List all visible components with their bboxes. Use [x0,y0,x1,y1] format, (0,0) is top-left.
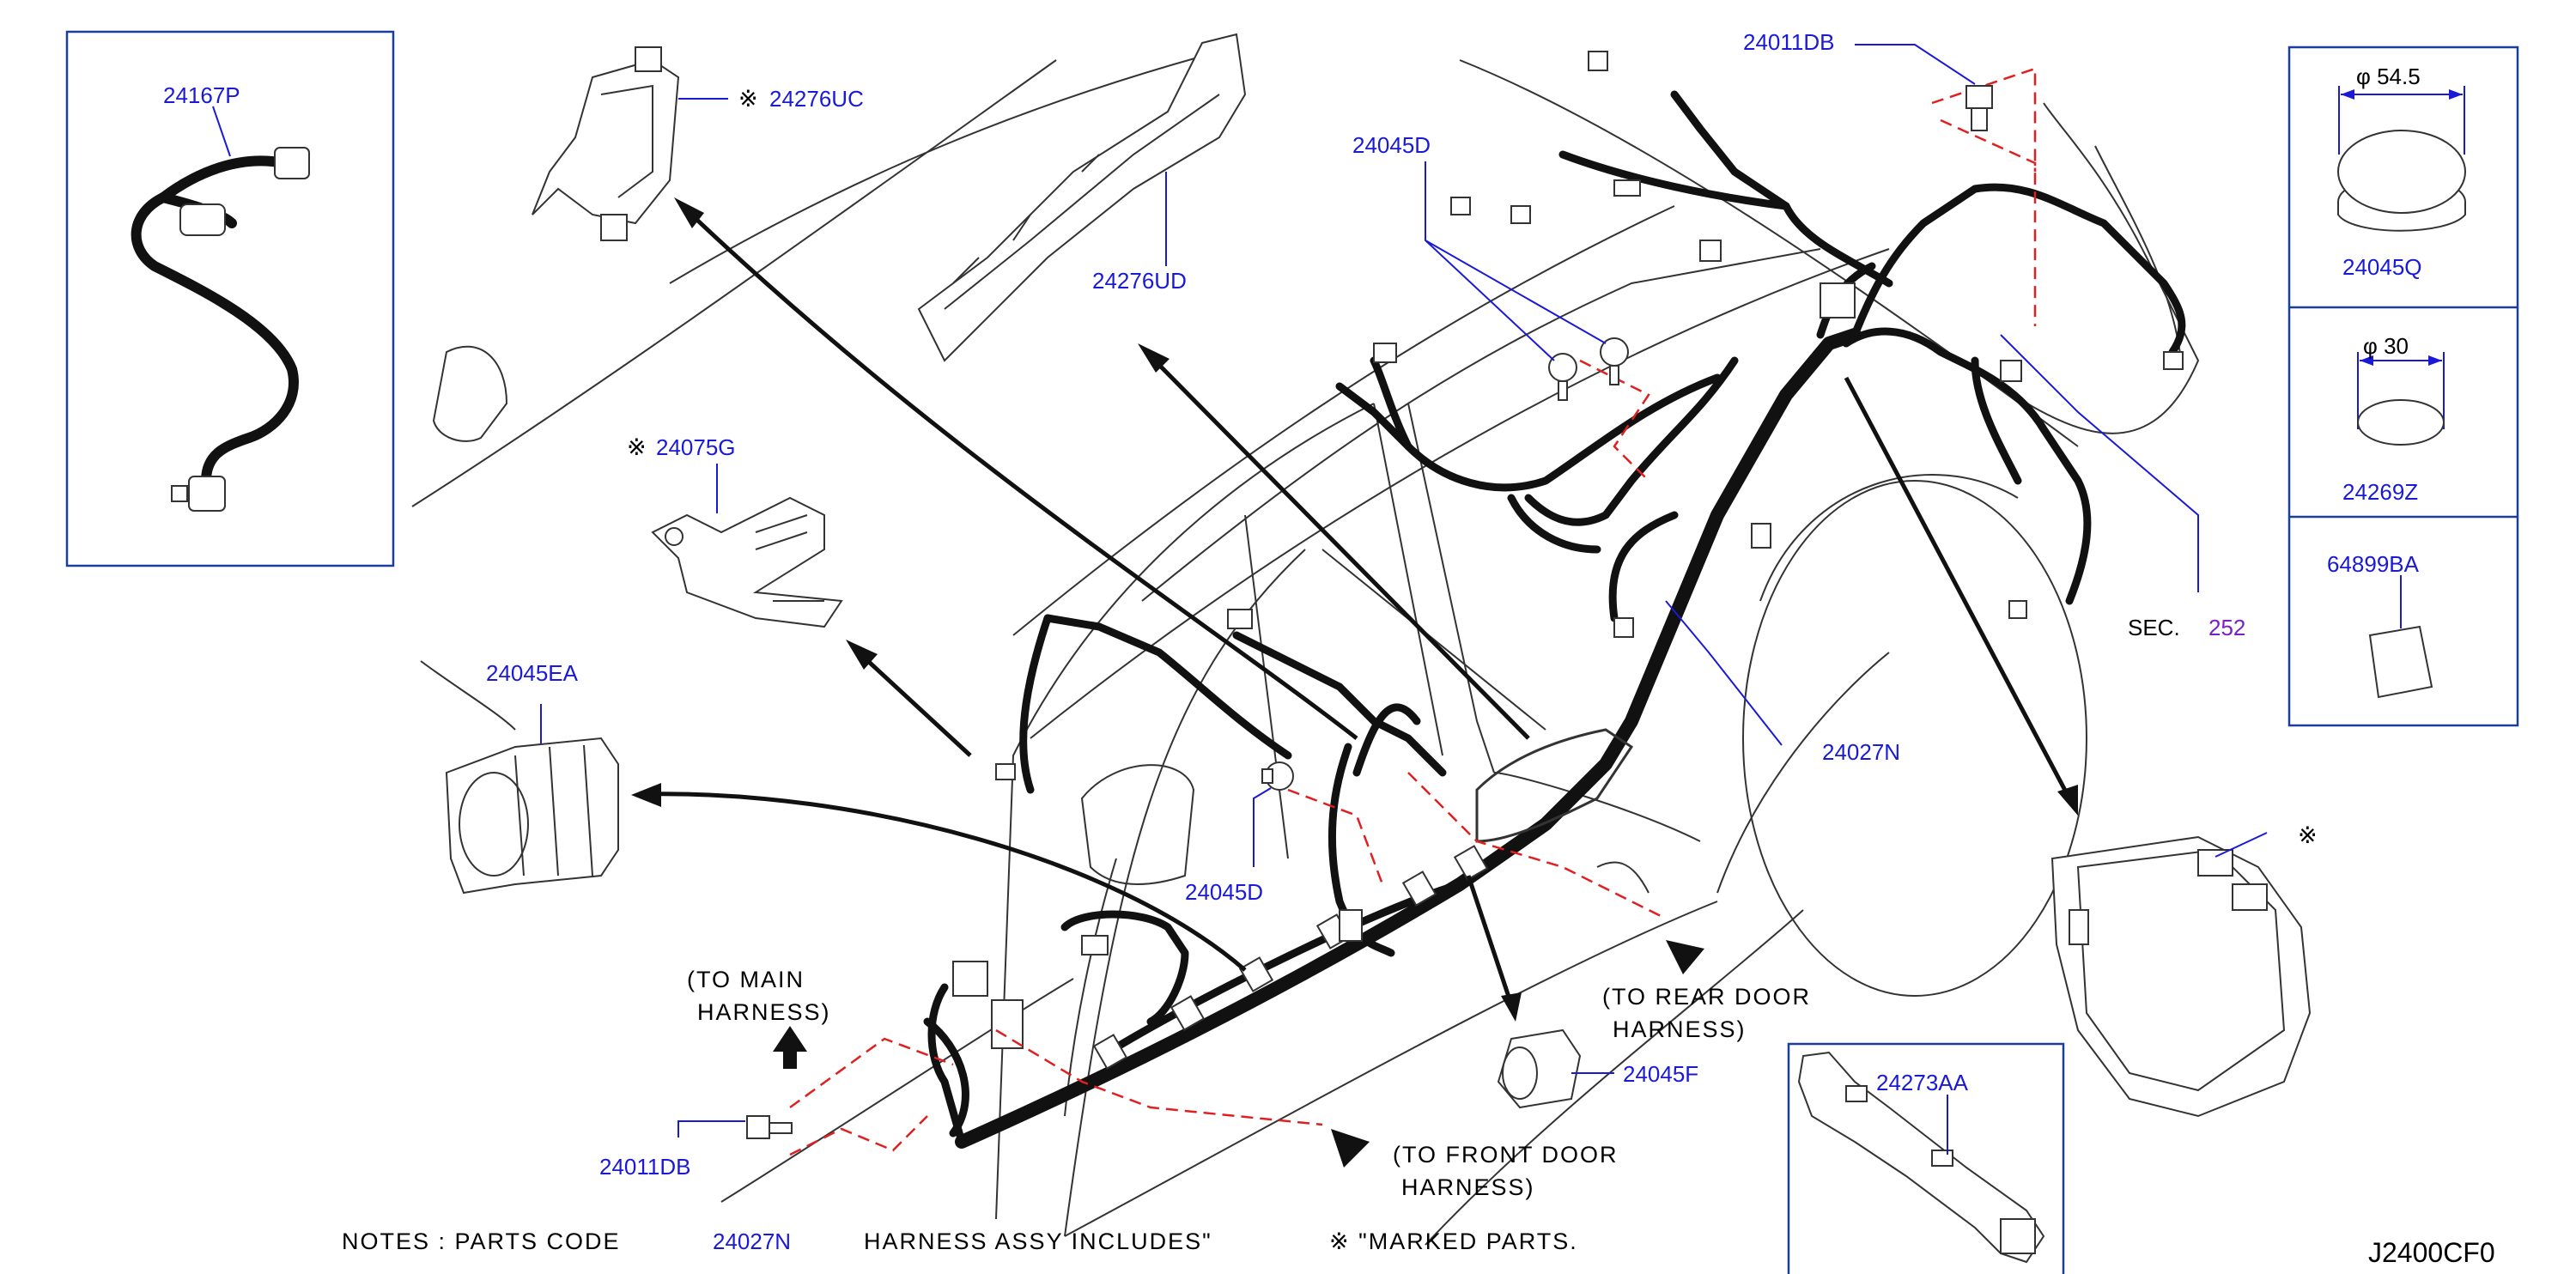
part-24045F-drawing [1497,1028,1582,1109]
label-24027N: 24027N [1822,739,1900,765]
part-64899BA-drawing [2368,625,2433,699]
notes-harness-assy: HARNESS ASSY INCLUDES" [864,1228,1212,1254]
label-24276UC: 24276UC [769,86,864,112]
notes-prefix: NOTES : PARTS CODE [342,1228,621,1254]
label-24045Q: 24045Q [2342,254,2422,280]
to-rear-line1: (TO REAR DOOR [1602,984,1811,1010]
part-24045D-mid-drawing [1261,761,1294,791]
to-front-door-arrow [1331,1129,1370,1168]
part-24273AA-drawing [1797,1051,2045,1264]
red-dashed-lines [789,67,2037,1156]
car-body-outline [411,51,2200,1246]
dim-54-5: φ 54.5 [2356,64,2421,89]
label-24075G: 24075G [656,434,736,460]
label-24273AA: 24273AA [1876,1070,1969,1095]
label-24276UD: 24276UD [1092,268,1187,294]
to-main-line1: (TO MAIN [687,967,805,992]
sec-number-link[interactable]: 252 [2208,615,2245,640]
to-rear-door-arrow [1666,940,1704,974]
label-24045D-mid: 24045D [1185,879,1263,905]
label-64899BA: 64899BA [2327,551,2420,577]
part-24269Z-drawing [2357,352,2445,446]
harness-protector [1475,728,1634,843]
part-24011DB-top-drawing [1965,85,1993,131]
mark-24276UC: ※ [738,86,760,112]
footer-notes: NOTES : PARTS CODE 24027N HARNESS ASSY I… [342,1228,2495,1268]
part-labels: 24167P ※ 24276UC 24276UD ※ 24075G 24045E… [163,29,2422,1180]
label-24167P: 24167P [163,82,240,108]
label-24269Z: 24269Z [2342,479,2418,505]
harness-connectors [952,51,2184,1070]
label-24011DB-bot: 24011DB [599,1154,691,1180]
part-24276UD-drawing [917,33,1247,362]
part-24167P-drawing [131,147,310,512]
label-24045EA: 24045EA [486,660,579,686]
label-24045D-top: 24045D [1352,132,1431,158]
inset-24273AA-box [1787,1042,2065,1274]
to-rear-line2: HARNESS) [1613,1016,1747,1042]
destination-notes: (TO MAIN HARNESS) (TO REAR DOOR HARNESS)… [687,967,1811,1200]
part-marked-bracket-drawing [2050,835,2312,1118]
mark-bracket: ※ [2298,822,2319,848]
to-main-line2: HARNESS) [697,999,831,1025]
main-harness [923,90,2186,1149]
inset-24167P-box [65,30,395,567]
callout-arrows [631,197,2078,1022]
to-front-line1: (TO FRONT DOOR [1393,1142,1619,1168]
part-24045Q-drawing [2337,86,2466,232]
to-front-line2: HARNESS) [1401,1174,1535,1200]
part-24011DB-bot-drawing [746,1115,793,1139]
mark-24075G: ※ [627,434,648,460]
inset-right-column [2287,46,2519,727]
part-24045D-top-drawing [1548,337,1629,401]
label-24011DB-top: 24011DB [1743,29,1835,55]
label-24045F: 24045F [1623,1061,1698,1087]
notes-parts-code: 24027N [713,1228,791,1254]
diagram-code: J2400CF0 [2368,1237,2495,1268]
part-24045EA-drawing [420,660,619,895]
dim-30: φ 30 [2363,333,2409,359]
part-24276UC-drawing [532,46,680,241]
to-main-harness-arrow [773,1026,807,1069]
part-24075G-drawing [651,496,843,628]
notes-marked-parts: ※ "MARKED PARTS. [1329,1228,1578,1254]
sec-prefix: SEC. [2128,615,2180,640]
